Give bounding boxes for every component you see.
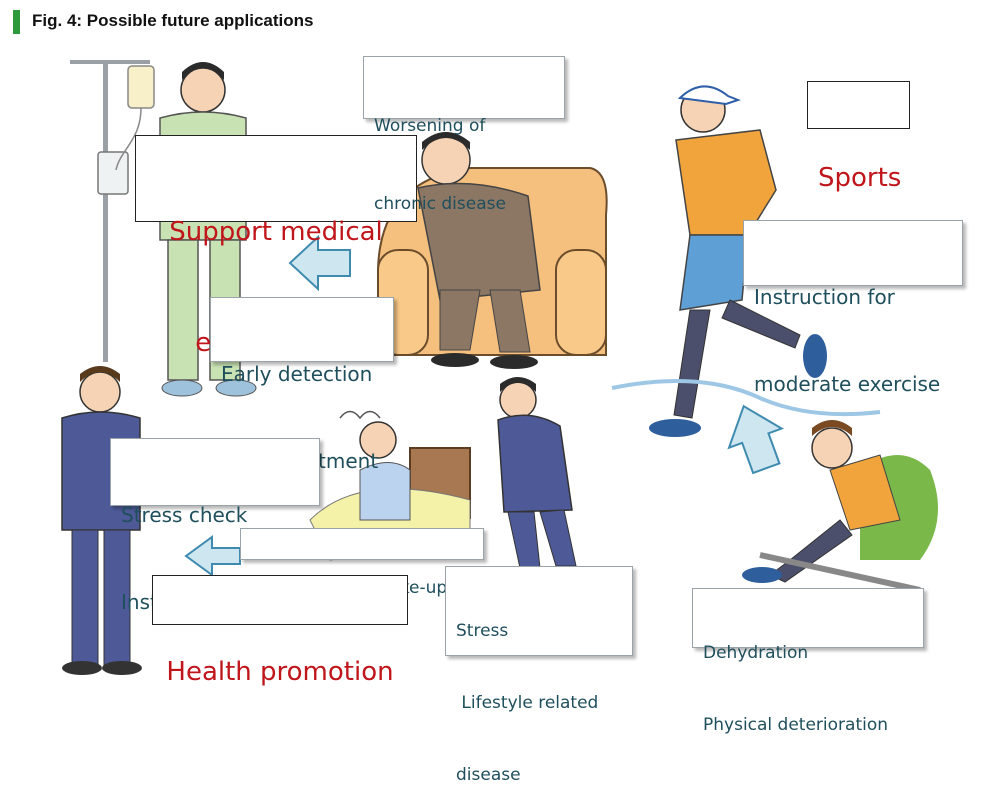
health-promotion-label: Health promotion — [152, 575, 408, 687]
stress-lifestyle-label: Stress Lifestyle related disease — [445, 566, 633, 785]
dehydration-line-1: Dehydration — [703, 643, 809, 663]
stress-lifestyle-line-2: Lifestyle related — [456, 693, 599, 713]
stress-lifestyle-line-3: disease — [456, 765, 521, 785]
title-accent-bar — [13, 10, 20, 34]
instruction-exercise-label: Instruction for moderate exercise — [743, 220, 963, 396]
early-detection-line-1: Early detection — [221, 362, 373, 386]
sports-label: Sports — [807, 81, 910, 193]
stressed-man-illustration — [497, 377, 577, 569]
stress-lifestyle-line-1: Stress — [456, 621, 509, 641]
stress-check-label: Stress check Instruction to rest — [110, 438, 320, 614]
instruction-exercise-line-2: moderate exercise — [754, 372, 941, 396]
early-detection-label: Early detection Early treatment — [210, 297, 394, 473]
worsening-line-2: chronic disease — [374, 194, 506, 214]
arrow-left-lower — [184, 535, 241, 577]
support-medical-line-1: Support medical — [169, 217, 383, 247]
arrow-up-right — [727, 404, 784, 475]
figure-title: Fig. 4: Possible future applications — [32, 11, 314, 30]
worsening-line-1: Worsening of — [374, 116, 486, 136]
worsening-label: Worsening of chronic disease — [363, 56, 565, 214]
tired-person-illustration — [742, 420, 938, 593]
stress-check-line-1: Stress check — [121, 503, 248, 527]
instruction-exercise-line-1: Instruction for — [754, 285, 895, 309]
sports-text: Sports — [818, 163, 902, 193]
runner-illustration — [649, 85, 827, 437]
dehydration-line-2: Physical deterioration — [703, 715, 889, 735]
health-promotion-text: Health promotion — [166, 657, 394, 687]
iv-stand-illustration — [70, 60, 155, 362]
armchair-man-illustration — [377, 132, 608, 369]
ground-curve — [611, 378, 881, 417]
arrow-left-upper — [288, 234, 351, 292]
early-morning-label: Early morning wake-up — [240, 528, 484, 598]
dehydration-label: Dehydration Physical deterioration — [692, 588, 924, 735]
